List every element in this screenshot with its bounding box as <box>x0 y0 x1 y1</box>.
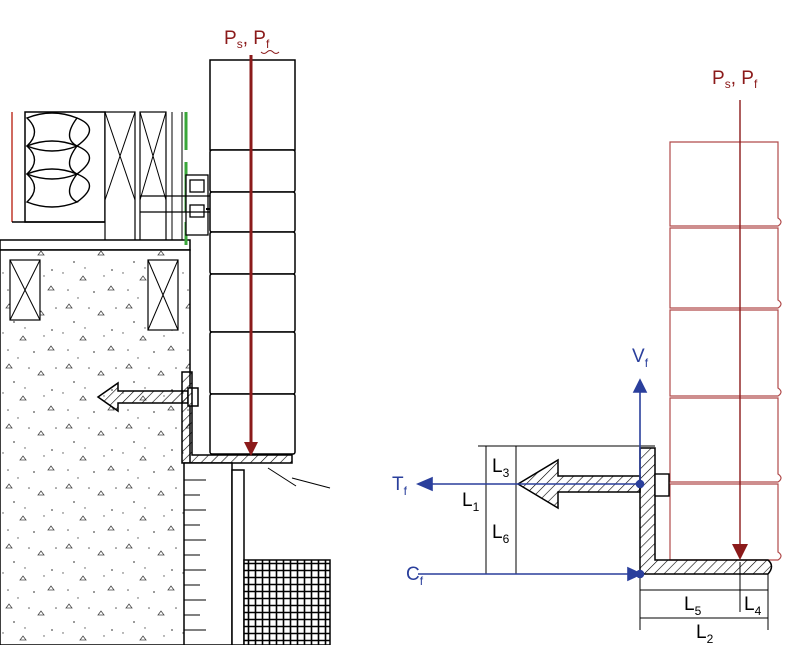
dim-label-l3: L3 <box>492 456 510 480</box>
brick-veneer-right <box>669 141 782 561</box>
dim-label-l2: L2 <box>696 622 714 645</box>
load-label-left: Ps, Pf <box>224 28 270 51</box>
right-free-body-diagram: Ps, Pf Vf Tf Cf L1 L3 L6 L5 L4 L2 <box>392 68 782 645</box>
force-vectors <box>415 378 648 582</box>
dim-label-l1: L1 <box>462 490 480 514</box>
dim-label-l4: L4 <box>744 594 762 618</box>
spellcheck-squiggle <box>260 50 280 54</box>
load-arrow-left <box>244 55 258 456</box>
dimension-lines <box>478 445 769 630</box>
upper-wall-insulation <box>0 111 191 251</box>
dim-label-l6: L6 <box>492 522 510 546</box>
lower-wall-grade <box>183 462 331 645</box>
concrete-wall <box>0 249 191 645</box>
dim-label-l5: L5 <box>684 594 702 618</box>
label-cf: Cf <box>406 564 424 588</box>
shelf-angle-right <box>639 447 773 575</box>
label-vf: Vf <box>632 346 649 370</box>
left-section-detail: Ps, Pf <box>0 28 331 645</box>
label-tf: Tf <box>392 474 408 498</box>
load-arrow-right <box>732 100 748 560</box>
shelf-angle-left <box>181 371 293 464</box>
load-label-right: Ps, Pf <box>712 68 758 91</box>
